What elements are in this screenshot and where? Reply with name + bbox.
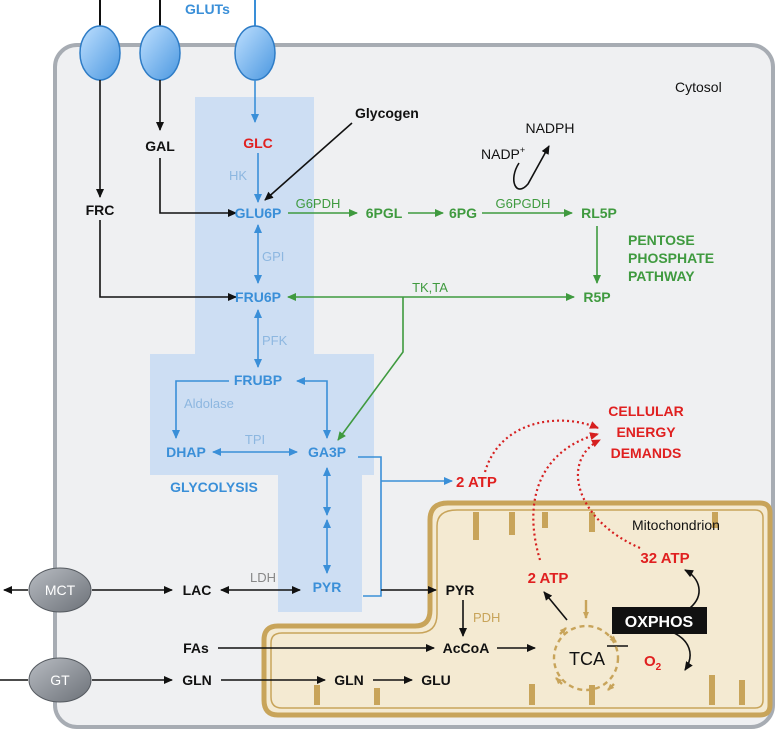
glu6p-label: GLU6P [235,205,282,221]
input-arrows [96,80,353,301]
mitochondrion-inner-membrane [270,509,764,709]
mct-label: MCT [45,582,76,598]
glycolysis-highlight [150,97,374,612]
ppp-title-line2: PHOSPHATE [628,250,714,266]
gal-label: GAL [145,138,175,154]
cristae [314,512,745,705]
gln-cytosol-label: GLN [182,672,212,688]
oxphos-atp-label: 32 ATP [640,550,689,567]
frubp-label: FRUBP [234,372,282,388]
tca-label: TCA [569,649,605,669]
glut-1 [79,25,121,81]
mct-transporter [28,567,92,613]
ppp-title-line1: PENTOSE [628,232,695,248]
nadp-text: NADP [481,146,520,162]
nadph-arrow [513,145,550,190]
g6pgdh-label: G6PGDH [496,196,551,211]
lower-arrows [0,569,700,684]
pyr-mito-label: PYR [446,582,475,598]
pfk-label: PFK [262,333,288,348]
pdh-label: PDH [473,610,500,625]
o2-label: O2 [644,653,662,673]
g6pdh-label: G6PDH [296,196,341,211]
rl5p-label: RL5P [581,205,617,221]
o2-text: O [644,653,656,670]
glycogen-label: Glycogen [355,105,419,121]
tpi-label: TPI [245,432,265,447]
tca-cycle [552,624,620,692]
ldh-label: LDH [250,570,276,585]
tca-cycle-arrows [555,600,617,691]
oxphos-label: OXPHOS [625,614,694,631]
transporters-lower [28,567,92,703]
r5p-label: R5P [583,289,610,305]
oxphos-box [612,607,707,634]
glycolysis-arrows [172,80,453,597]
energy-demands-line1: CELLULAR [608,403,683,419]
tkta-label: TK,TA [412,280,448,295]
acoa-label: AcCoA [443,640,490,656]
gluts-label: GLUTs [185,1,230,17]
glut-transporters [79,0,276,81]
6pg-label: 6PG [449,205,477,221]
fru6p-label: FRU6P [235,289,281,305]
glut-3 [234,25,276,81]
mitochondrion [261,500,773,718]
glu-label: GLU [421,672,451,688]
aldolase-label: Aldolase [184,396,234,411]
pyr-glycolysis-label: PYR [313,579,342,595]
hk-label: HK [229,168,247,183]
energy-flow-arrows [483,419,641,561]
nadp-superscript: + [520,145,525,155]
glycolysis-title: GLYCOLYSIS [170,479,258,495]
ga3p-label: GA3P [308,444,346,460]
energy-demands-line3: DEMANDS [611,445,682,461]
glycolysis-atp-label: 2 ATP [456,474,497,491]
glc-label: GLC [243,135,273,151]
glut-2 [139,25,181,81]
nadph-label: NADPH [525,120,574,136]
gt-label: GT [50,672,70,688]
cytosol-label: Cytosol [675,79,722,95]
lac-label: LAC [183,582,212,598]
gpi-label: GPI [262,249,284,264]
frc-label: FRC [86,202,115,218]
6pgl-label: 6PGL [366,205,403,221]
gt-transporter [28,657,92,703]
ppp-arrows [287,209,601,441]
ppp-title-line3: PATHWAY [628,268,695,284]
gln-mito-label: GLN [334,672,364,688]
o2-subscript: 2 [656,662,662,673]
dhap-label: DHAP [166,444,206,460]
fas-label: FAs [183,640,209,656]
energy-demands-line2: ENERGY [616,424,676,440]
mito-atp-label: 2 ATP [528,570,569,587]
mitochondrion-label: Mitochondrion [632,517,720,533]
nadp-label: NADP+ [481,145,525,162]
